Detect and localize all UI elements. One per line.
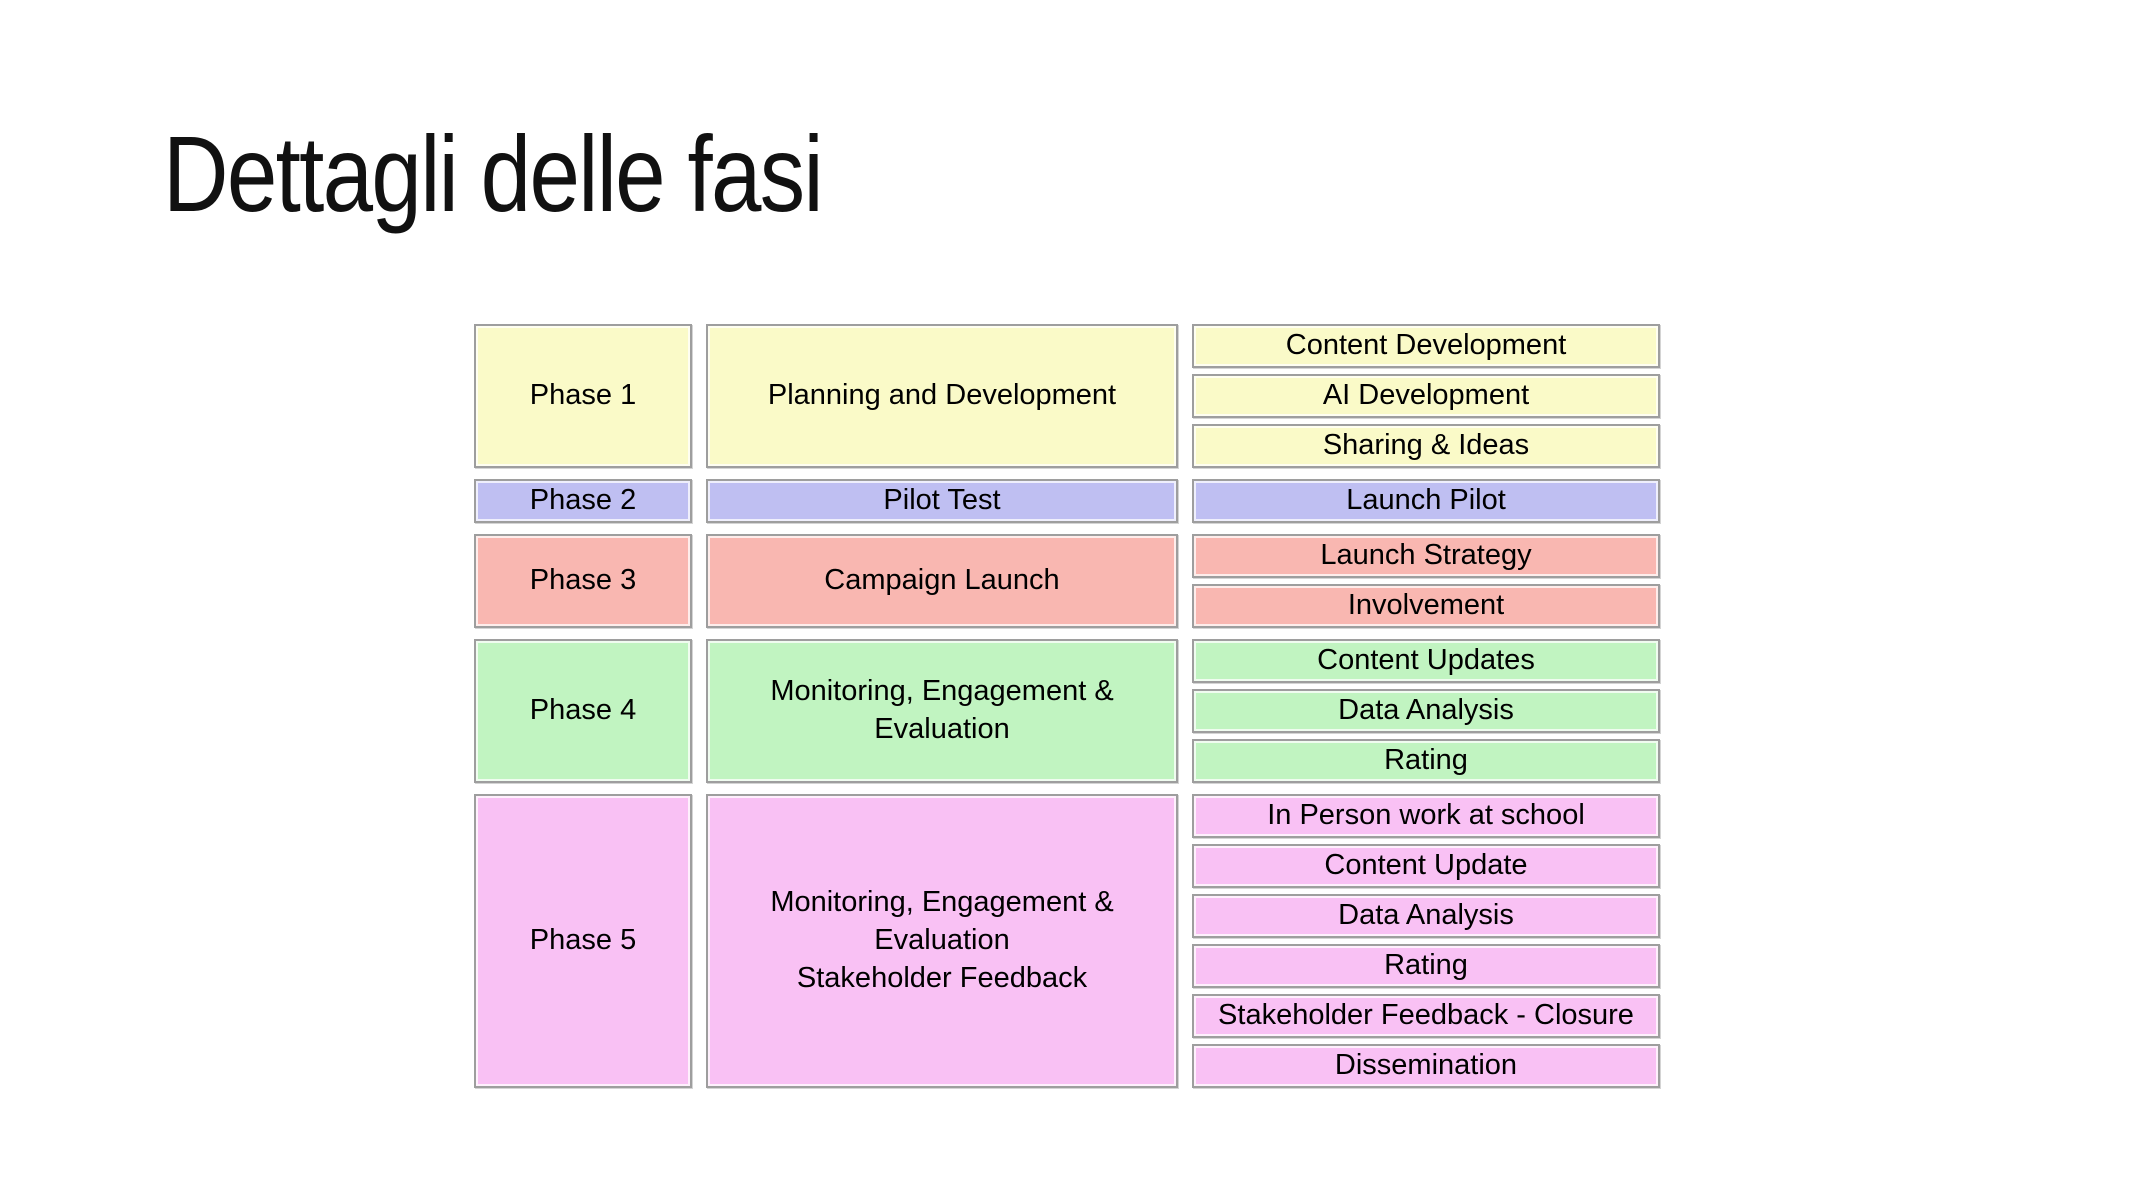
phase-name-text: Pilot Test [883,484,1001,517]
activity-text: Launch Strategy [1320,539,1532,572]
phase-label-text: Phase 1 [529,379,637,412]
phase-label-box[interactable]: Phase 3 [474,534,692,628]
phase-label-text: Phase 3 [529,564,637,597]
phase-label-box[interactable]: Phase 5 [474,794,692,1088]
phase-name-text: Monitoring, Engagement & Evaluation [770,675,1114,745]
activity-text: Content Updates [1317,644,1535,677]
phase-name-text: Campaign Launch [824,564,1060,597]
phase-label-box[interactable]: Phase 1 [474,324,692,468]
phase-label-text: Phase 4 [529,694,637,727]
phase-name-text: Monitoring, Engagement & Evaluation Stak… [770,886,1114,994]
phase-label-text: Phase 2 [529,484,637,517]
activity-box[interactable]: Launch Pilot [1192,479,1660,523]
activity-text: Dissemination [1334,1049,1518,1082]
activity-box[interactable]: Launch Strategy [1192,534,1660,578]
activity-text: Rating [1384,744,1468,777]
activity-box[interactable]: Rating [1192,944,1660,988]
activity-text: Data Analysis [1338,694,1514,727]
phase-label-text: Phase 5 [529,924,637,957]
activity-text: Rating [1384,949,1468,982]
phase-name-text: Planning and Development [767,379,1117,412]
phase-name-box[interactable]: Pilot Test [706,479,1178,523]
phase-name-box[interactable]: Campaign Launch [706,534,1178,628]
phase-row: Phase 5 Monitoring, Engagement & Evaluati… [474,794,1660,1088]
activity-box[interactable]: In Person work at school [1192,794,1660,838]
phase-label-box[interactable]: Phase 4 [474,639,692,783]
phase-table: Phase 1 Planning and Development Content D… [474,324,1660,1099]
activity-box[interactable]: Rating [1192,739,1660,783]
activity-box[interactable]: Dissemination [1192,1044,1660,1088]
phase-row: Phase 1 Planning and Development Content D… [474,324,1660,468]
activity-box[interactable]: Involvement [1192,584,1660,628]
activity-text: Content Update [1324,849,1528,882]
activity-text: AI Development [1322,379,1530,412]
activity-box[interactable]: Content Development [1192,324,1660,368]
activity-text: Data Analysis [1338,899,1514,932]
phase-row: Phase 2 Pilot Test Launch Pilot [474,479,1660,523]
phase-label-box[interactable]: Phase 2 [474,479,692,523]
activity-box[interactable]: Data Analysis [1192,894,1660,938]
activity-box[interactable]: AI Development [1192,374,1660,418]
activity-text: Stakeholder Feedback - Closure [1218,999,1634,1032]
activity-text: Involvement [1347,589,1505,622]
phase-name-box[interactable]: Planning and Development [706,324,1178,468]
phase-row: Phase 4 Monitoring, Engagement & Evaluati… [474,639,1660,783]
activity-text: Sharing & Ideas [1322,429,1530,462]
activity-box[interactable]: Content Updates [1192,639,1660,683]
phase-name-box[interactable]: Monitoring, Engagement & Evaluation [706,639,1178,783]
activity-box[interactable]: Data Analysis [1192,689,1660,733]
activity-box[interactable]: Sharing & Ideas [1192,424,1660,468]
phase-activities-column: Launch Pilot [1192,479,1660,523]
slide-title[interactable]: Dettagli delle fasi [163,113,824,234]
activity-text: Content Development [1285,329,1567,362]
activity-text: Launch Pilot [1346,484,1506,517]
activity-box[interactable]: Content Update [1192,844,1660,888]
activity-text: In Person work at school [1267,799,1585,832]
activity-box[interactable]: Stakeholder Feedback - Closure [1192,994,1660,1038]
phase-name-box[interactable]: Monitoring, Engagement & Evaluation Stak… [706,794,1178,1088]
